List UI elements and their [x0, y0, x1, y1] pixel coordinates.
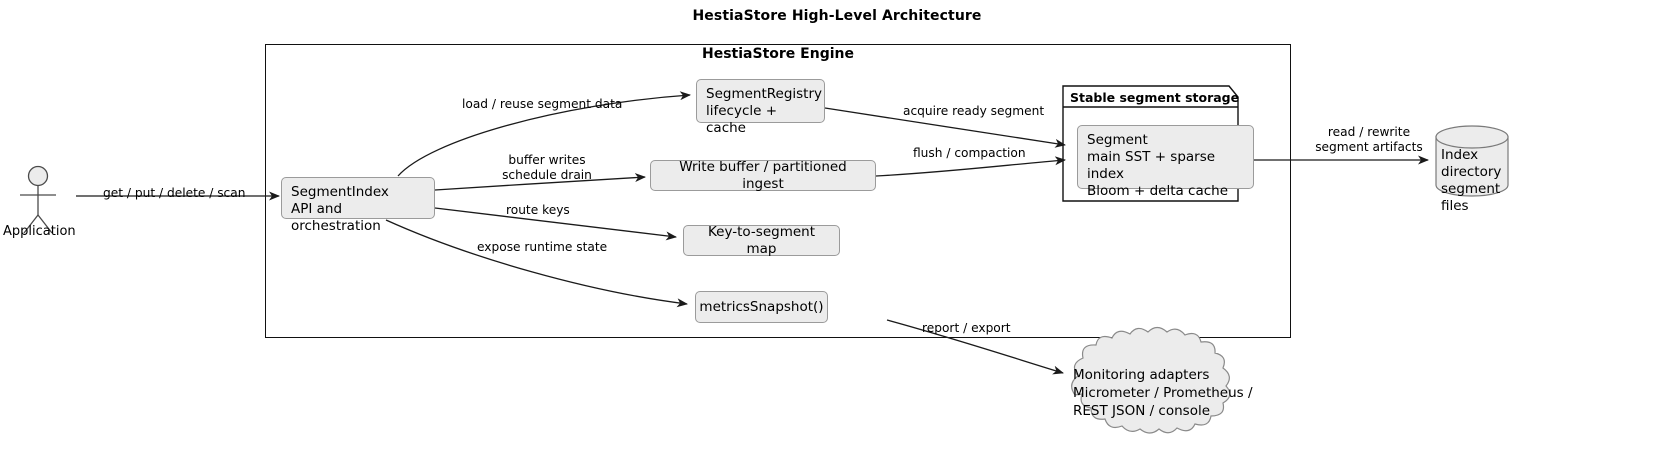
edge-label-index-to-keymap: route keys: [506, 203, 570, 217]
index-directory-label: Index directory segment files: [1441, 147, 1502, 214]
edge-label-app-to-index: get / put / delete / scan: [103, 186, 246, 200]
edge-label-index-to-registry: load / reuse segment data: [462, 97, 623, 111]
edge-metricssnapshot-to-monitoring: [886, 319, 1064, 375]
actor-stick-figure-icon: [20, 165, 56, 234]
edge-label-index-to-metrics: expose runtime state: [477, 240, 608, 254]
edge-segmentindex-to-segmentregistry: [397, 91, 691, 177]
edge-label-registry-to-segment: acquire ready segment: [903, 104, 1045, 118]
edge-segmentregistry-to-segment: [824, 107, 1066, 148]
edge-segmentindex-to-metricssnapshot: [385, 219, 688, 308]
edge-label-writebuffer-to-segment: flush / compaction: [913, 146, 1026, 160]
hestiastore-engine-frame: [265, 44, 1291, 338]
index-directory-database-icon: [1435, 125, 1509, 197]
monitoring-adapters-label: Monitoring adapters Micrometer / Prometh…: [1073, 367, 1253, 419]
node-segment-registry[interactable]: SegmentRegistry lifecycle + cache: [696, 79, 825, 136]
edge-writebuffer-to-segment: [875, 156, 1066, 177]
edge-segmentindex-to-keymap: [434, 207, 677, 241]
edge-label-metrics-to-monitoring: report / export: [922, 321, 1011, 335]
node-write-buffer[interactable]: Write buffer / partitioned ingest: [650, 159, 876, 192]
stable-segment-storage-label: Stable segment storage: [1070, 90, 1240, 105]
node-key-to-segment-map[interactable]: Key-to-segment map: [683, 224, 840, 257]
node-segment-index[interactable]: SegmentIndex API and orchestration: [281, 177, 435, 234]
hestiastore-engine-title: HestiaStore Engine: [702, 46, 854, 62]
diagram-title: HestiaStore High-Level Architecture: [692, 8, 982, 24]
actor-application-label: Application: [3, 224, 76, 239]
node-metrics-snapshot[interactable]: metricsSnapshot(): [695, 291, 828, 323]
node-segment[interactable]: Segment main SST + sparse index Bloom + …: [1077, 125, 1254, 199]
edge-label-index-to-writebuffer: buffer writes schedule drain: [502, 153, 592, 182]
edge-label-segment-to-directory: read / rewrite segment artifacts: [1315, 125, 1423, 154]
monitoring-adapters-cloud-shape: [1071, 326, 1231, 434]
edge-segmentindex-to-writebuffer: [434, 173, 646, 191]
